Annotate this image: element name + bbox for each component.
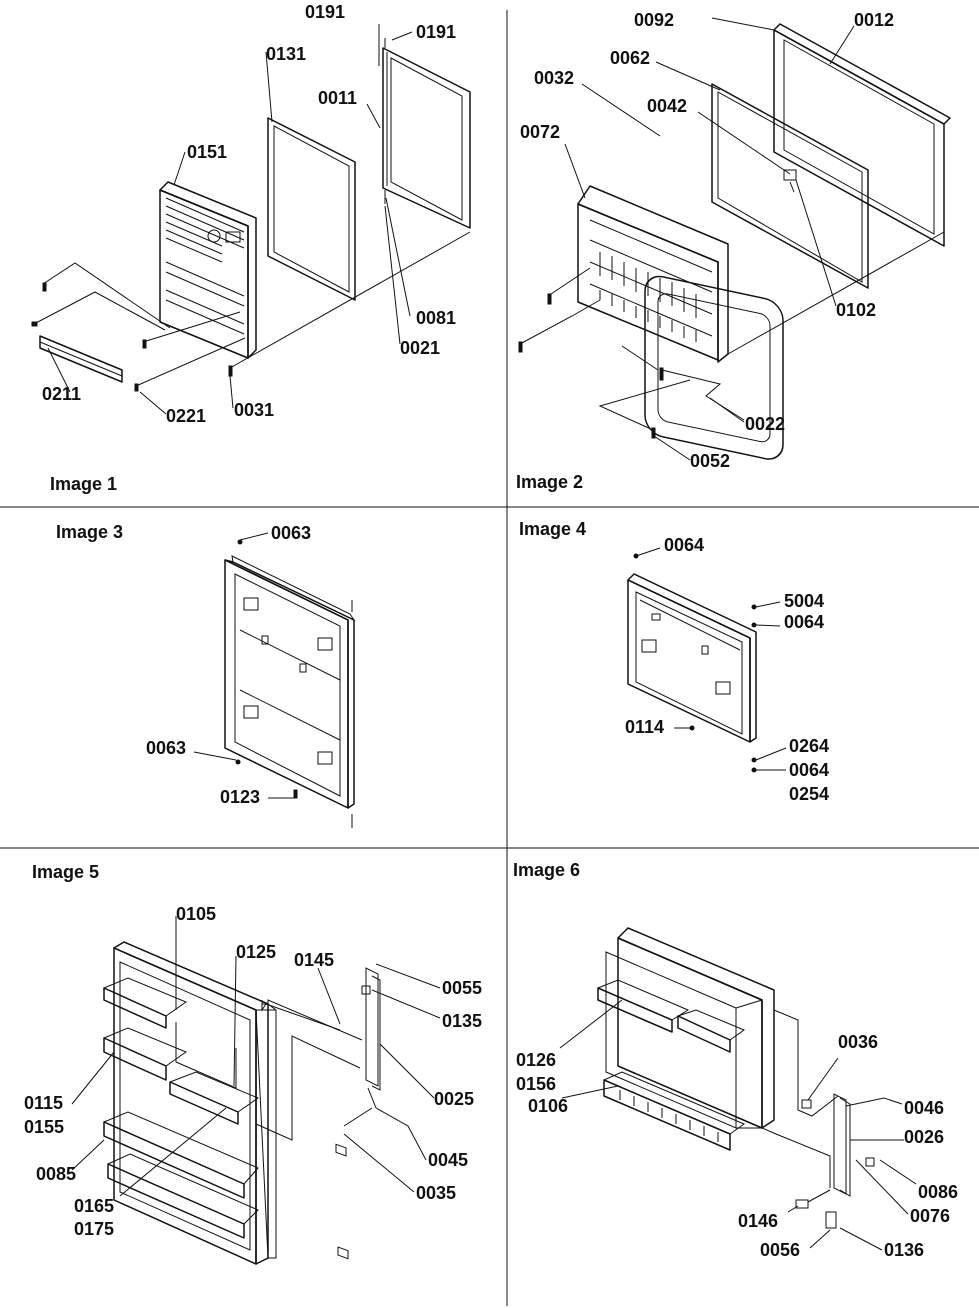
- panel-title: Image 3: [56, 522, 123, 542]
- callout-label: 0151: [187, 142, 227, 162]
- callout-label: 0072: [520, 122, 560, 142]
- callout-label: 0146: [738, 1211, 778, 1231]
- panel-title: Image 4: [519, 519, 586, 539]
- wire-harness-6: [761, 1009, 875, 1229]
- callout-label: 0126: [516, 1050, 556, 1070]
- door-frame-assembly-4: [627, 573, 757, 743]
- callout-label: 0165: [74, 1196, 114, 1216]
- callout-label: 0026: [904, 1127, 944, 1147]
- callout-label: 0062: [610, 48, 650, 68]
- callout-label: 0012: [854, 10, 894, 30]
- callout-label: 0136: [884, 1240, 924, 1260]
- callout-label: 0175: [74, 1219, 114, 1239]
- panel-1: Image 1: [31, 2, 471, 494]
- callout-label: 0135: [442, 1011, 482, 1031]
- callout-label: 0056: [760, 1240, 800, 1260]
- gasket-0131: [267, 117, 356, 301]
- callout-label: 0123: [220, 787, 260, 807]
- callout-label: 0064: [784, 612, 824, 632]
- assembly-lines-2: [519, 231, 945, 431]
- wire-harness-5: [255, 967, 381, 1260]
- callout-label: 0155: [24, 1117, 64, 1137]
- callout-label: 0022: [745, 414, 785, 434]
- callout-label: 0055: [442, 978, 482, 998]
- callout-label: 0064: [664, 535, 704, 555]
- callout-label: 0021: [400, 338, 440, 358]
- callout-label: 0145: [294, 950, 334, 970]
- freezer-door-6: [597, 927, 775, 1151]
- callout-label: 0052: [690, 451, 730, 471]
- callout-label: 0221: [166, 406, 206, 426]
- breaker-frame-0032: [644, 275, 784, 460]
- callout-label: 0191: [305, 2, 345, 22]
- callout-label: 0106: [528, 1096, 568, 1116]
- callout-label: 0125: [236, 942, 276, 962]
- callout-label: 0191: [416, 22, 456, 42]
- panel-5: Image 5: [24, 862, 482, 1265]
- callout-label: 0114: [625, 717, 664, 737]
- callout-label: 0105: [176, 904, 216, 924]
- panel-6: Image 6: [513, 860, 958, 1260]
- panel-title: Image 2: [516, 472, 583, 492]
- assembly-lines-1: [33, 231, 471, 387]
- callout-label: 0064: [789, 760, 829, 780]
- callout-label: 0011: [318, 88, 357, 108]
- callout-label: 5004: [784, 591, 824, 611]
- gasket-0062: [711, 83, 869, 289]
- fresh-food-door-5: [103, 941, 277, 1265]
- callout-label: 0042: [647, 96, 687, 116]
- callout-label: 0085: [36, 1164, 76, 1184]
- callout-label: 0035: [416, 1183, 456, 1203]
- callout-label: 0032: [534, 68, 574, 88]
- callout-label: 0115: [24, 1093, 63, 1113]
- callout-label: 0036: [838, 1032, 878, 1052]
- door-panel-0011: [382, 38, 471, 229]
- callout-label: 0254: [789, 784, 829, 804]
- shelf-bar-0211: [39, 335, 123, 383]
- callout-label: 0131: [266, 44, 306, 64]
- panel-3: Image 3 0063 0063 0123: [56, 522, 356, 828]
- callout-label: 0063: [146, 738, 186, 758]
- inner-liner-0072: [577, 185, 729, 363]
- callout-label: 0211: [42, 384, 81, 404]
- callout-label: 0063: [271, 523, 311, 543]
- door-frame-assembly-3: [224, 555, 356, 828]
- callout-label: 0081: [416, 308, 456, 328]
- callout-label: 0045: [428, 1150, 468, 1170]
- callout-label: 0025: [434, 1089, 474, 1109]
- callout-label: 0092: [634, 10, 674, 30]
- callout-label: 0264: [789, 736, 829, 756]
- panel-4: Image 4 0064 5004 0064 0114 0264 0064 02…: [519, 519, 829, 804]
- callout-label: 0076: [910, 1206, 950, 1226]
- outer-frame-0012: [773, 23, 951, 247]
- callout-label: 0102: [836, 300, 876, 320]
- panel-title: Image 5: [32, 862, 99, 882]
- panel-title: Image 6: [513, 860, 580, 880]
- callout-label: 0046: [904, 1098, 944, 1118]
- callout-label: 0086: [918, 1182, 958, 1202]
- panel-2: Image 2: [516, 10, 951, 492]
- panel-title: Image 1: [50, 474, 117, 494]
- callout-label: 0031: [234, 400, 274, 420]
- callout-label: 0156: [516, 1074, 556, 1094]
- inner-liner-0151: [159, 181, 257, 359]
